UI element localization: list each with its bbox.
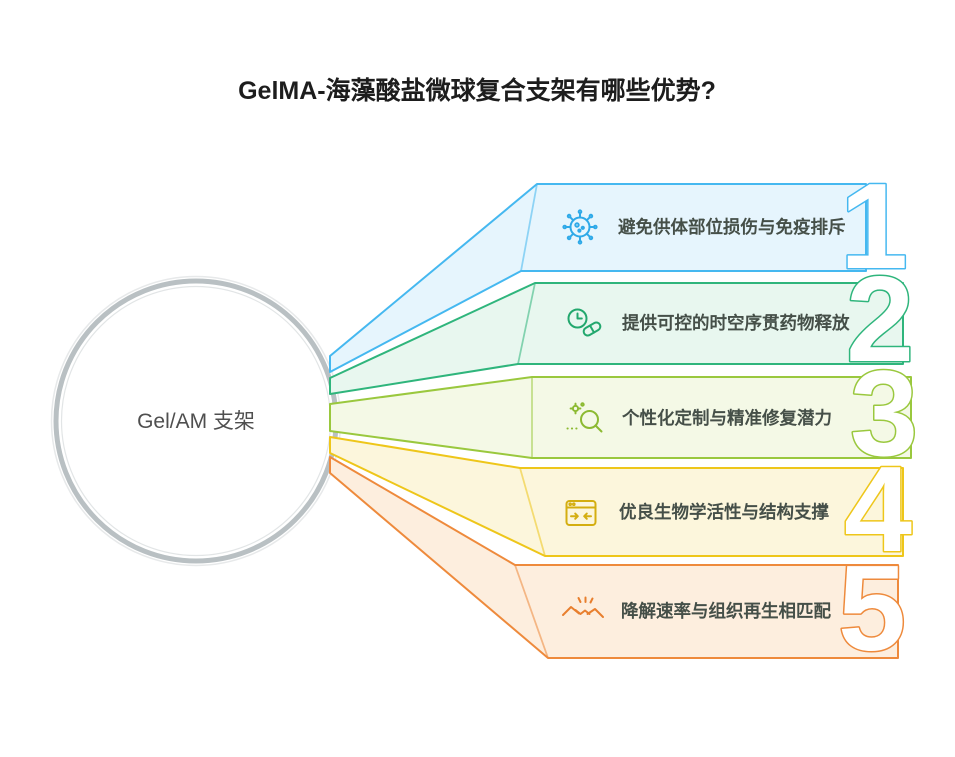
advantage-item: 个性化定制与精准修复潜力 3 [329,344,919,483]
item-number: 3 [850,345,918,481]
item-label: 避免供体部位损伤与免疫排斥 [618,217,846,237]
item-number: 2 [846,251,914,387]
item-label: 个性化定制与精准修复潜力 [621,408,832,428]
advantage-item: 提供可控的时空序贯药物释放 2 [329,250,915,395]
banner-fold-line [519,467,546,557]
advantage-item: 优良生物学活性与结构支撑 4 [329,436,914,579]
item-label: 提供可控的时空序贯药物释放 [622,313,850,333]
banner-fold-line [514,564,549,659]
item-number: 5 [838,540,906,676]
handshake-icon [562,596,604,618]
banner-fold-line [520,183,538,272]
banner-fold-line [517,282,536,365]
clock-pill-icon [567,308,602,337]
magnifier-microbes-icon [566,402,603,433]
item-number: 1 [840,158,908,294]
center-label: Gel/AM 支架 [137,410,255,433]
item-label: 优良生物学活性与结构支撑 [619,502,829,522]
page-title: GelMA-海藻酸盐微球复合支架有哪些优势? [238,76,716,105]
advantage-item: 避免供体部位损伤与免疫排斥 1 [329,157,909,373]
virus-cell-icon [562,209,598,245]
window-compress-icon [565,500,597,526]
item-label: 降解速率与组织再生相匹配 [621,601,831,621]
advantage-item: 降解速率与组织再生相匹配 5 [329,456,907,678]
item-number: 4 [844,441,912,577]
